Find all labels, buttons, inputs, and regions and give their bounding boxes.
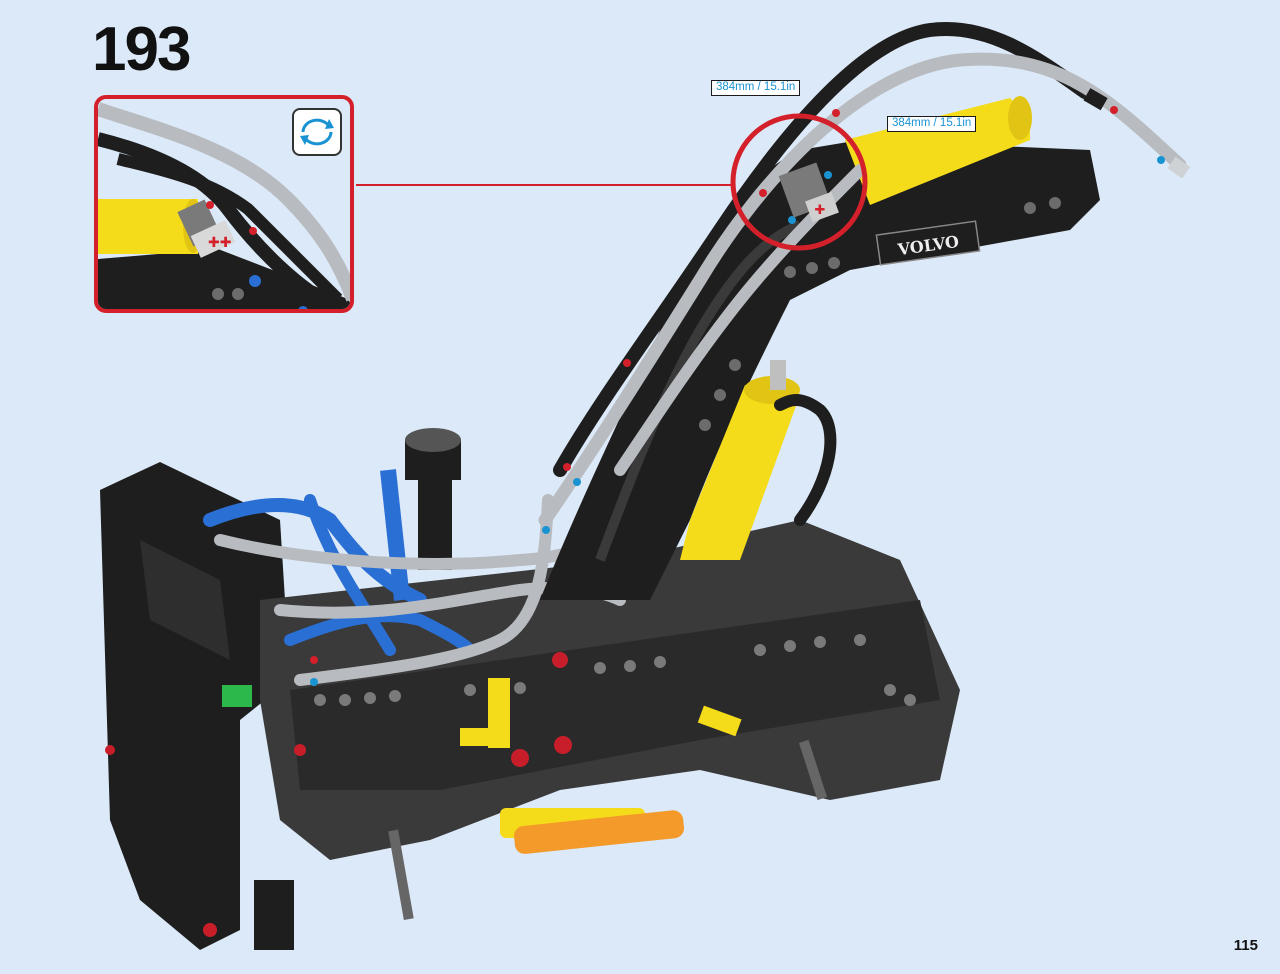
blue-tube-2 — [284, 610, 476, 656]
page-number: 115 — [1233, 937, 1258, 954]
hose-length-label: 384mm / 15.1in — [711, 80, 801, 96]
gray-hose-base-2 — [294, 494, 554, 686]
blue-tube-1 — [203, 498, 427, 607]
svg-text:✚✚: ✚✚ — [208, 234, 231, 250]
vertical-post — [418, 470, 452, 570]
green-part — [222, 685, 252, 707]
yellow-cylinder-mid — [680, 385, 800, 560]
hose-markers — [310, 106, 1165, 686]
boom-arm — [540, 140, 1100, 600]
boom-holes — [699, 197, 1061, 431]
red-pins — [105, 652, 572, 937]
svg-text:✚: ✚ — [815, 202, 826, 217]
rotate-arrows-icon — [300, 118, 334, 146]
yellow-cylinder-top — [845, 98, 1030, 205]
beam-holes — [314, 634, 916, 706]
gray-hose-top-1 — [538, 52, 1187, 527]
volvo-logo-plate: VOLVO — [875, 220, 981, 266]
step-number: 193 — [92, 15, 191, 84]
rotate-view-icon — [292, 108, 342, 156]
orange-beam — [513, 810, 685, 854]
hose-length-label: 384mm / 15.1in — [887, 116, 977, 132]
callout-yellow-cylinder — [98, 199, 198, 254]
black-hose-2 — [774, 394, 837, 526]
zoom-circle — [730, 113, 868, 251]
callout-illustration: ✚✚ — [98, 102, 350, 309]
